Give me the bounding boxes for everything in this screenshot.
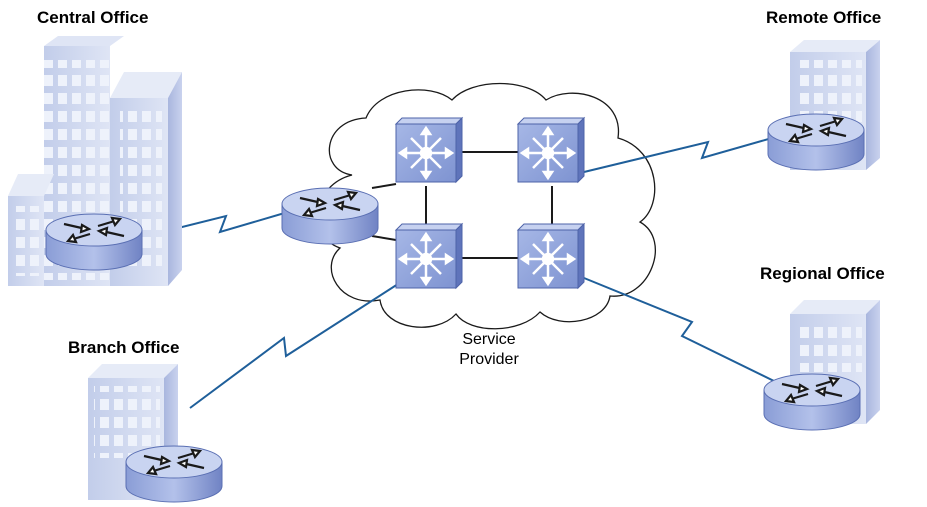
service-provider-line2: Provider	[459, 351, 519, 368]
central-router-icon	[44, 212, 144, 272]
central-office-label: Central Office	[37, 8, 149, 27]
link-regional	[583, 277, 777, 383]
regional-router-icon	[762, 372, 862, 432]
edge-router-icon	[280, 186, 380, 246]
service-provider-label: Service Provider	[444, 330, 534, 370]
link-remote	[583, 137, 773, 173]
switch-bottom-right-icon	[516, 222, 586, 290]
branch-router-icon	[124, 444, 224, 504]
link-branch	[189, 283, 399, 409]
service-provider-line1: Service	[462, 331, 516, 348]
switch-bottom-left-icon	[394, 222, 464, 290]
switch-top-right-icon	[516, 116, 586, 184]
remote-router-icon	[766, 112, 866, 172]
switch-top-left-icon	[394, 116, 464, 184]
wan-links	[137, 137, 777, 409]
core-links	[371, 151, 553, 259]
regional-office-label: Regional Office	[760, 264, 885, 283]
remote-office-label: Remote Office	[766, 8, 882, 27]
branch-office-label: Branch Office	[68, 338, 180, 357]
